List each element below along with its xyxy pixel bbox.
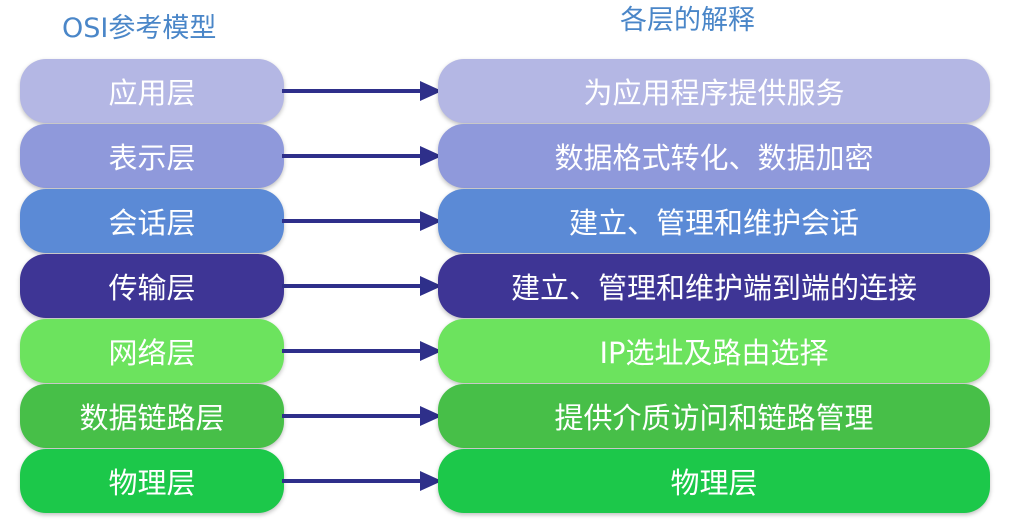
arrow-icon bbox=[282, 146, 442, 166]
arrow-icon bbox=[282, 406, 442, 426]
layer-name: 应用层 bbox=[108, 76, 196, 110]
layer-description-pill: 数据格式转化、数据加密 bbox=[438, 124, 990, 188]
layer-pill: 传输层 bbox=[20, 254, 284, 318]
arrow-icon bbox=[282, 471, 442, 491]
layer-description-pill: 建立、管理和维护端到端的连接 bbox=[438, 254, 990, 318]
layer-row-data-link: 数据链路层 提供介质访问和链路管理 bbox=[0, 384, 1032, 448]
layer-pill: 表示层 bbox=[20, 124, 284, 188]
layer-description-pill: IP选址及路由选择 bbox=[438, 319, 990, 383]
layer-description-pill: 为应用程序提供服务 bbox=[438, 59, 990, 123]
arrow-icon bbox=[282, 341, 442, 361]
layer-description: 建立、管理和维护会话 bbox=[568, 206, 859, 240]
layer-pill: 物理层 bbox=[20, 449, 284, 513]
layer-row-session: 会话层 建立、管理和维护会话 bbox=[0, 189, 1032, 253]
layer-pill: 网络层 bbox=[20, 319, 284, 383]
layer-description: 为应用程序提供服务 bbox=[583, 76, 845, 110]
layer-row-network: 网络层 IP选址及路由选择 bbox=[0, 319, 1032, 383]
layer-row-transport: 传输层 建立、管理和维护端到端的连接 bbox=[0, 254, 1032, 318]
layer-description-pill: 提供介质访问和链路管理 bbox=[438, 384, 990, 448]
layer-row-presentation: 表示层 数据格式转化、数据加密 bbox=[0, 124, 1032, 188]
layer-name: 物理层 bbox=[108, 466, 196, 500]
layer-description: 数据格式转化、数据加密 bbox=[554, 141, 874, 175]
arrow-icon bbox=[282, 81, 442, 101]
layer-row-application: 应用层 为应用程序提供服务 bbox=[0, 59, 1032, 123]
layer-description: 建立、管理和维护端到端的连接 bbox=[510, 271, 917, 305]
layer-name: 传输层 bbox=[108, 271, 196, 305]
layer-name: 会话层 bbox=[108, 206, 196, 240]
layer-row-physical: 物理层 物理层 bbox=[0, 449, 1032, 513]
layer-description-pill: 建立、管理和维护会话 bbox=[438, 189, 990, 253]
layer-description: 提供介质访问和链路管理 bbox=[554, 401, 874, 435]
layer-description-pill: 物理层 bbox=[438, 449, 990, 513]
layer-name: 数据链路层 bbox=[79, 401, 225, 435]
explanation-heading: 各层的解释 bbox=[620, 5, 755, 36]
osi-model-heading: OSI参考模型 bbox=[62, 13, 217, 44]
layer-pill: 数据链路层 bbox=[20, 384, 284, 448]
layer-name: 网络层 bbox=[108, 336, 196, 370]
layer-name: 表示层 bbox=[108, 141, 196, 175]
layer-pill: 应用层 bbox=[20, 59, 284, 123]
arrow-icon bbox=[282, 211, 442, 231]
layer-pill: 会话层 bbox=[20, 189, 284, 253]
arrow-icon bbox=[282, 276, 442, 296]
layer-description: IP选址及路由选择 bbox=[599, 336, 829, 370]
layer-description: 物理层 bbox=[670, 466, 758, 500]
